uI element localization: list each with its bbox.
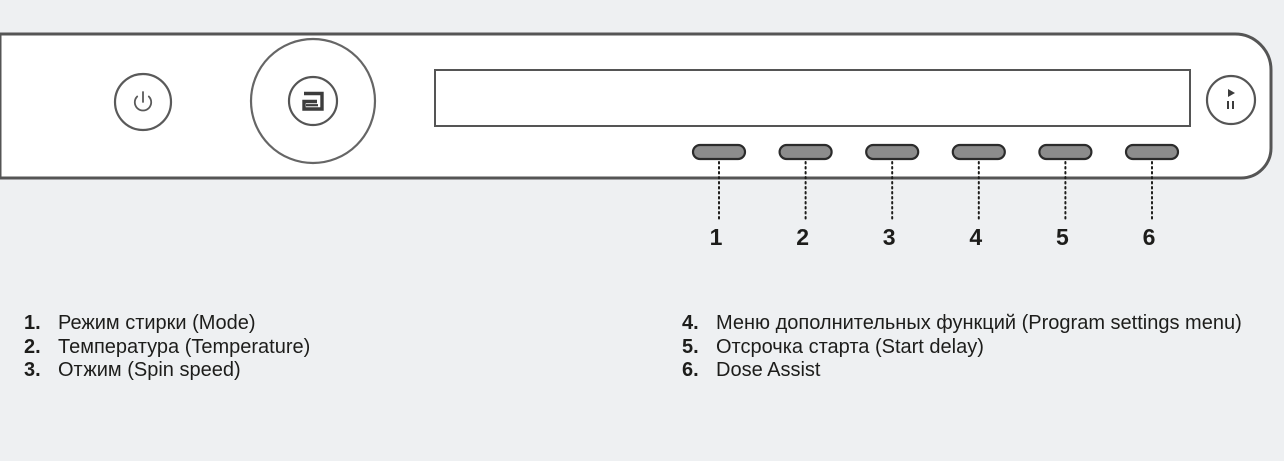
legend-item: 1. Режим стирки (Mode): [24, 312, 584, 336]
option-button-1[interactable]: [691, 143, 747, 161]
legend-item-number: 5.: [682, 335, 699, 358]
callout-number-5: 5: [1055, 224, 1069, 250]
a-logo-icon: [302, 91, 324, 111]
option-button-3[interactable]: [865, 143, 920, 161]
legend-item-text: Отсрочка старта (Start delay): [716, 335, 984, 358]
play-pause-icon: [1227, 89, 1235, 109]
legend-item: 4. Меню дополнительных функций (Program s…: [682, 312, 1272, 336]
legend-item-text: Отжим (Spin speed): [58, 359, 241, 381]
start-pause-button[interactable]: [1205, 74, 1257, 126]
legend-item: 3. Отжим (Spin speed): [24, 359, 584, 383]
legend-item-text: Dose Assist: [716, 359, 821, 381]
display-window: [434, 69, 1191, 127]
program-dial[interactable]: [249, 37, 377, 165]
legend-item-number: 2.: [24, 335, 41, 358]
legend-item-number: 6.: [682, 359, 699, 381]
legend-item: 2. Температура (Temperature): [24, 336, 584, 360]
option-button-4[interactable]: [951, 143, 1006, 161]
callout-number-3: 3: [882, 224, 896, 250]
option-button-5[interactable]: [1038, 143, 1093, 161]
legend-item: 6. Dose Assist: [682, 359, 1272, 383]
legend-item-number: 3.: [24, 359, 41, 381]
callout-number-4: 4: [969, 224, 983, 250]
callout-number-2: 2: [796, 224, 809, 250]
callout-number-1: 1: [709, 224, 723, 250]
power-button[interactable]: [113, 72, 173, 132]
legend-item-text: Режим стирки (Mode): [58, 312, 256, 334]
option-button-2[interactable]: [778, 143, 833, 161]
legend-item-text: Температура (Temperature): [58, 335, 311, 358]
legend-item-number: 1.: [24, 312, 41, 334]
legend-left-column: 1. Режим стирки (Mode) 2. Температура (Temp…: [24, 312, 584, 383]
legend-item-number: 4.: [682, 312, 699, 334]
callout-number-6: 6: [1142, 224, 1156, 250]
legend-item-text: Меню дополнительных функций (Program set…: [716, 312, 1242, 334]
power-icon: [133, 91, 153, 112]
legend-right-column: 4. Меню дополнительных функций (Program s…: [682, 312, 1272, 383]
option-button-6[interactable]: [1124, 143, 1180, 161]
legend-item: 5. Отсрочка старта (Start delay): [682, 336, 1272, 360]
option-buttons: [691, 143, 1180, 221]
